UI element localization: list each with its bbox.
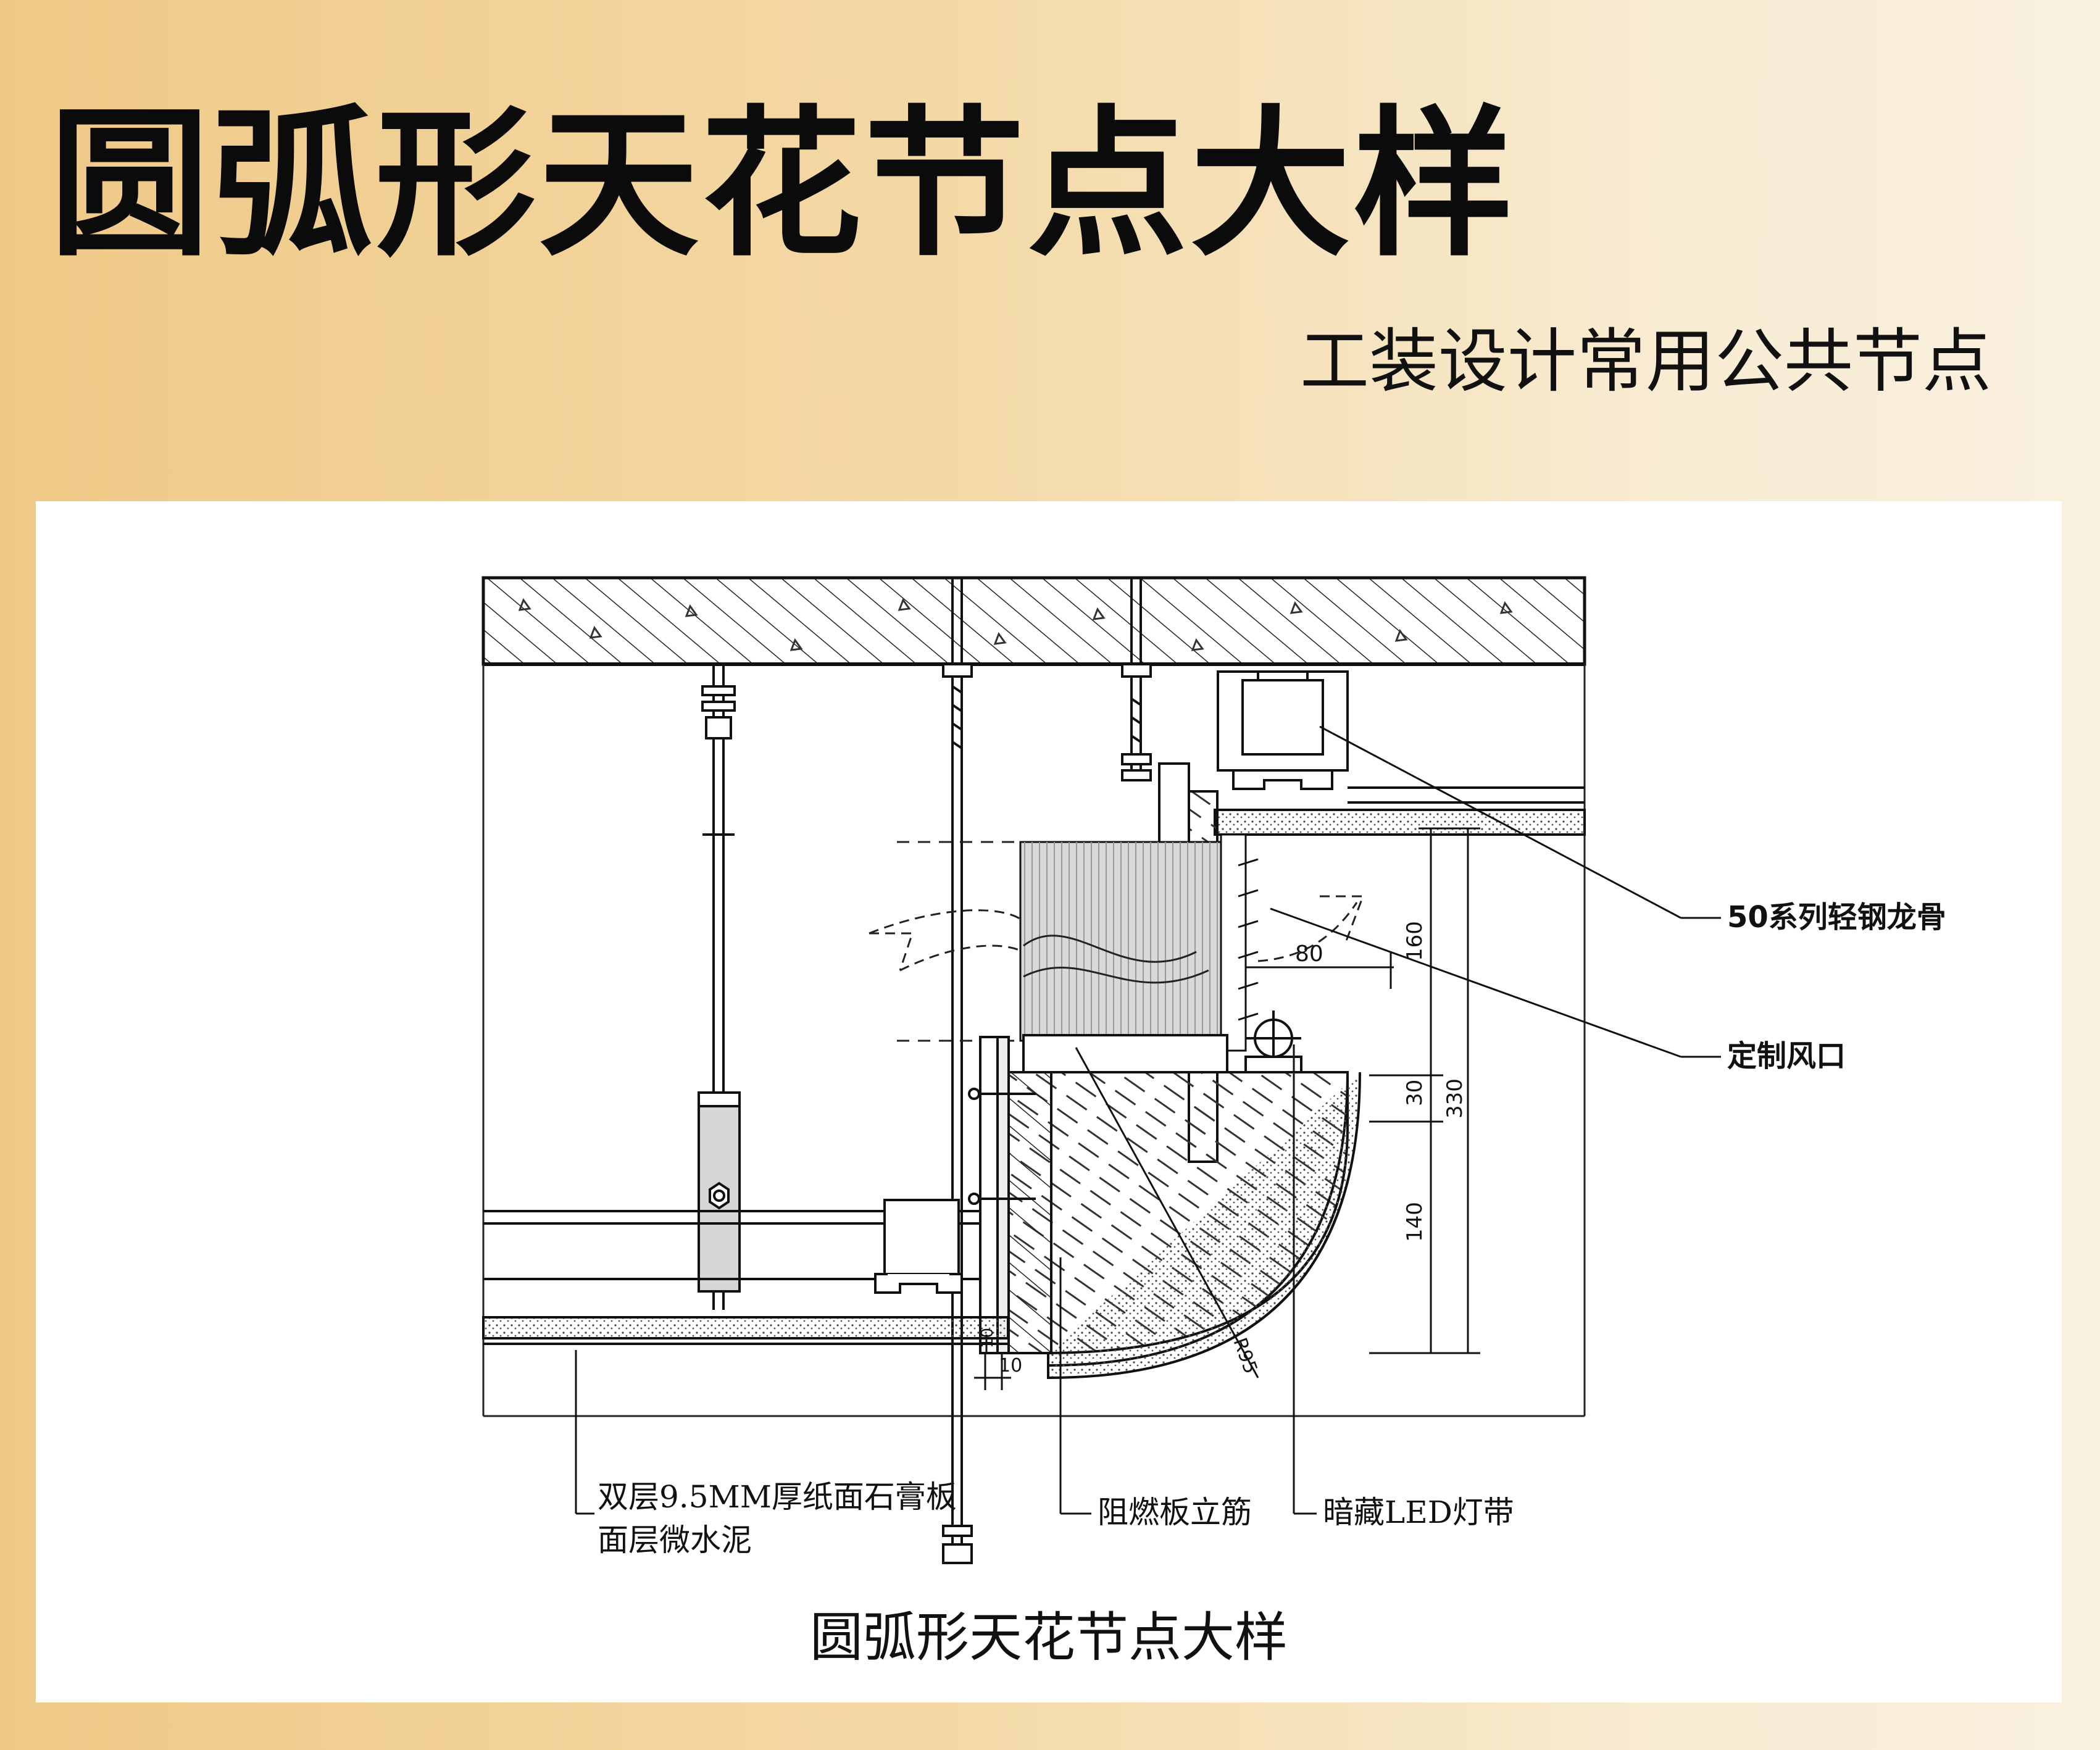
dim-10-a: 10: [978, 1328, 997, 1348]
dim-140: 140: [1402, 1202, 1427, 1242]
hanger-rod-middle: [942, 578, 973, 1564]
label-steel-keel: 50系列轻钢龙骨: [1727, 900, 1946, 935]
drawing-panel: 80 160 30 140 330 R95 10 10 50系列轻钢龙骨 定制风…: [36, 501, 2062, 1702]
airflow-arrows: [869, 895, 1365, 972]
label-micro-cement: 面层微水泥: [598, 1522, 752, 1558]
dim-160: 160: [1402, 921, 1427, 961]
dim-80: 80: [1295, 941, 1323, 967]
label-fire-board: 阻燃板立筋: [1098, 1494, 1252, 1530]
bottom-gypsum-board: [482, 1199, 1009, 1345]
diagram-caption: 圆弧形天花节点大样: [810, 1607, 1288, 1669]
dim-r95: R95: [1228, 1335, 1261, 1377]
vent-grille: [897, 833, 1259, 1052]
dim-10-b: 10: [999, 1355, 1022, 1377]
hanger-rod-left: [698, 664, 741, 1310]
label-led-strip: 暗藏LED灯带: [1323, 1494, 1514, 1530]
led-light: [1244, 1010, 1302, 1073]
page-subtitle: 工装设计常用公共节点: [1300, 322, 1991, 402]
leader-lines: [575, 725, 1721, 1515]
boundary-lines: [482, 664, 1586, 1417]
page-title: 圆弧形天花节点大样: [49, 92, 1516, 278]
dim-330: 330: [1443, 1078, 1467, 1119]
steel-keel-top: [1217, 670, 1585, 804]
concrete-slab: [481, 576, 1586, 666]
label-gypsum-board: 双层9.5MM厚纸面石膏板: [598, 1479, 957, 1515]
label-custom-vent: 定制风口: [1727, 1039, 1846, 1073]
curved-ceiling-body: [1007, 1034, 1361, 1380]
dimension-lines: [974, 827, 1480, 1390]
dim-30: 30: [1402, 1080, 1427, 1106]
ceiling-section-diagram: 80 160 30 140 330 R95 10 10 50系列轻钢龙骨 定制风…: [481, 576, 1946, 1669]
side-fixing-plate: [968, 1036, 1036, 1354]
